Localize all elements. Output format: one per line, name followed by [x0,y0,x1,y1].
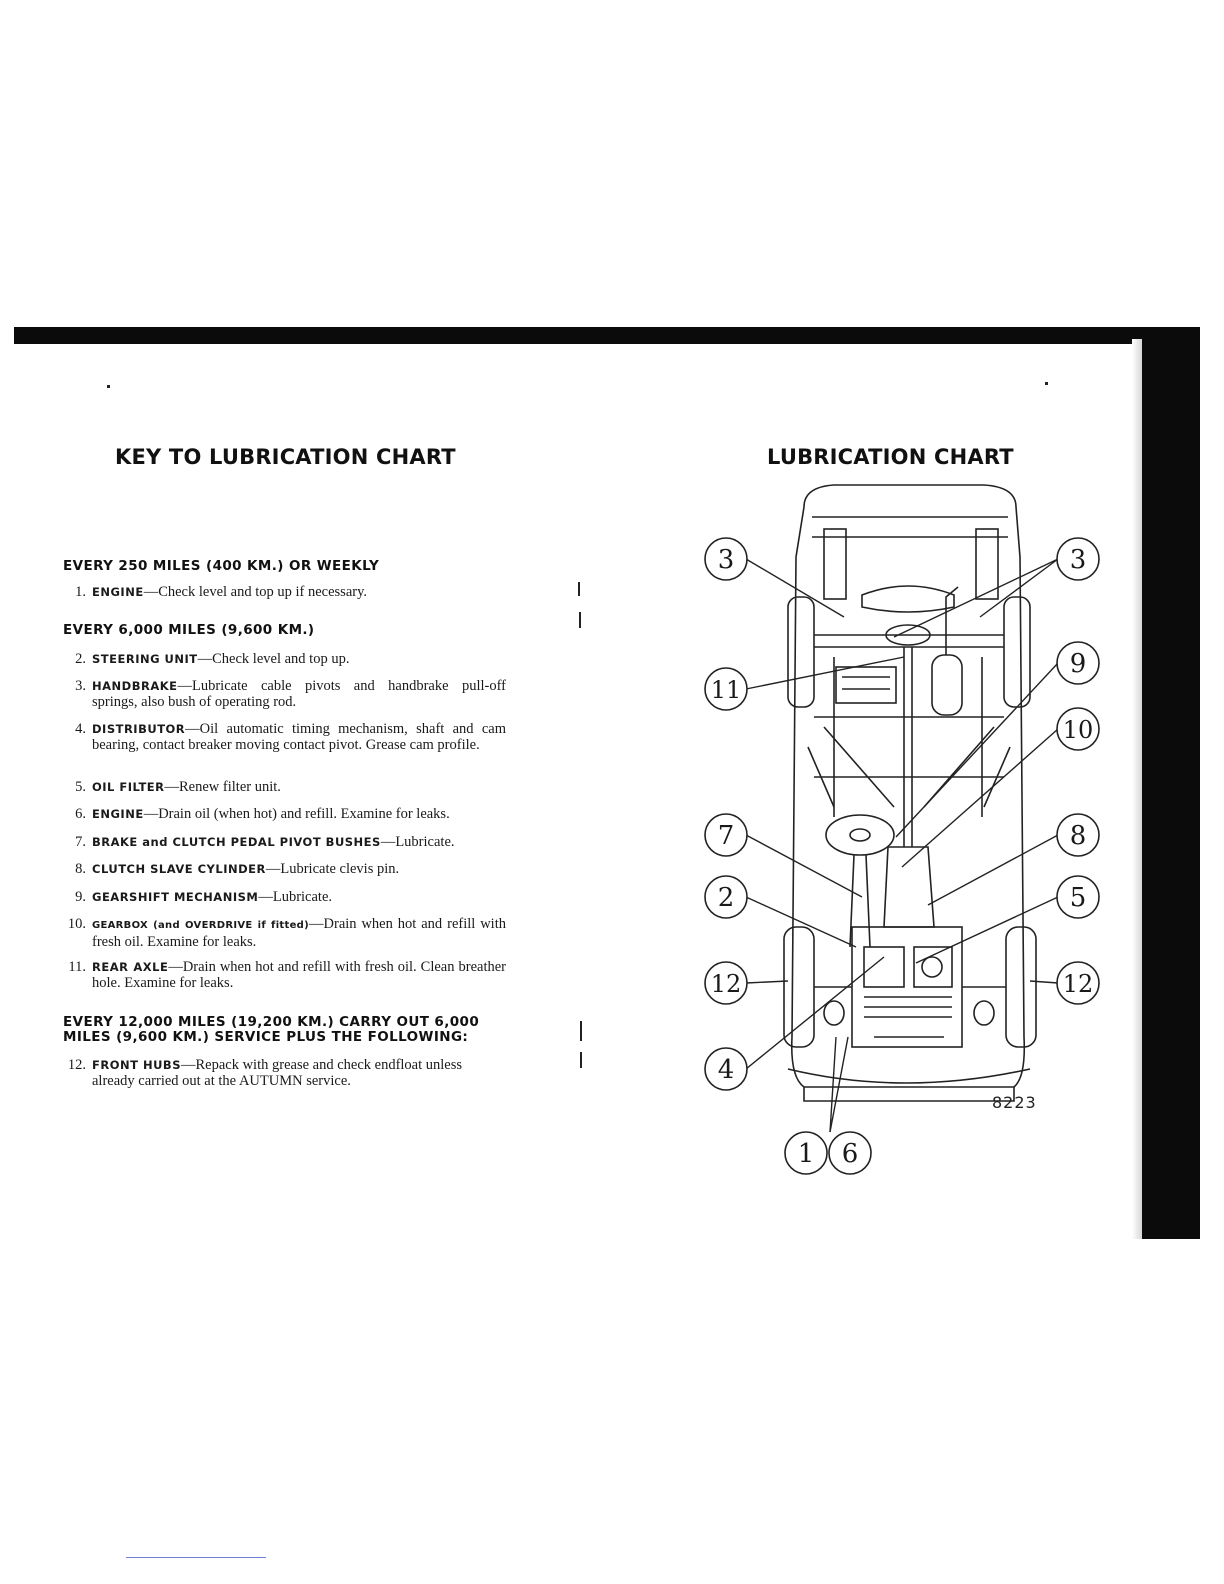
item-number: 11. [68,959,86,975]
callout-label: 9 [1070,649,1087,679]
callout-circle [1056,961,1100,1005]
callout-label: 10 [1063,716,1094,744]
item-keyword: OIL FILTER [92,780,165,794]
figure-reference-number: 8223 [992,1093,1037,1112]
scan-right-border [1142,327,1200,1239]
item-number: 12. [67,1057,86,1073]
item-text: —Drain oil (when hot) and refill. Examin… [143,806,450,822]
item-keyword: GEARSHIFT MECHANISM [92,890,259,904]
callout-label: 7 [718,821,735,851]
list-item: 10. GEARBOX (and OVERDRIVE if fitted)—Dr… [62,916,506,950]
callout-circle [704,537,748,581]
callout-label: 12 [711,970,742,998]
item-keyword: ENGINE [92,807,144,821]
item-number: 5. [75,779,86,795]
item-number: 10. [67,916,86,932]
callout-label: 11 [711,676,742,704]
page-edge-shadow [1132,339,1144,1239]
gutter-mark [578,582,580,596]
item-text: —Drain when hot and refill with fresh oi… [92,916,506,950]
item-number: 6. [75,806,86,822]
callout-label: 3 [1070,545,1087,575]
callout-label: 4 [718,1055,735,1085]
scan-speck [107,385,110,388]
callout-circle [828,1131,872,1175]
item-text: —Check level and top up if necessary. [143,584,368,600]
item-keyword: HANDBRAKE [92,679,178,693]
callout-circle [784,1131,828,1175]
item-keyword: REAR AXLE [92,960,169,974]
callout-label: 12 [1063,970,1094,998]
item-number: 4. [75,721,86,737]
item-keyword: STEERING UNIT [92,652,198,666]
list-item: 7. BRAKE and CLUTCH PEDAL PIVOT BUSHES—L… [62,834,506,850]
item-number: 9. [75,889,86,905]
item-number: 7. [75,834,86,850]
list-item: 5. OIL FILTER—Renew filter unit. [62,779,506,795]
lubrication-diagram: 3 3 9 11 10 7 8 2 5 12 12 4 1 6 [704,484,1100,1175]
scan-top-border [14,327,1200,344]
item-keyword: ENGINE [92,585,144,599]
callout-label: 6 [842,1139,859,1169]
item-text: —Lubricate clevis pin. [265,861,400,877]
list-item: 1. ENGINE—Check level and top up if nece… [62,584,506,600]
list-item: 4. DISTRIBUTOR—Oil automatic timing mech… [62,721,506,753]
item-number: 8. [75,861,86,877]
item-number: 1. [75,584,86,600]
callout-circle [704,961,748,1005]
section-12000-title: EVERY 12,000 MILES (19,200 KM.) CARRY OU… [63,1014,480,1045]
list-item: 11. REAR AXLE—Drain when hot and refill … [62,959,506,991]
item-number: 3. [75,678,86,694]
item-keyword: CLUTCH SLAVE CYLINDER [92,862,266,876]
callout-labels: 3 3 9 11 10 7 8 2 5 12 12 4 1 6 [711,545,1094,1169]
list-item: 3. HANDBRAKE—Lubricate cable pivots and … [62,678,506,710]
callout-circle [704,813,748,857]
gutter-mark [579,612,581,628]
footer-rule [126,1557,266,1558]
leader-lines [745,558,1059,1133]
item-keyword: FRONT HUBS [92,1058,181,1072]
item-keyword: DISTRIBUTOR [92,722,186,736]
item-text: —Lubricate. [380,834,455,850]
callout-label: 1 [798,1139,815,1169]
item-text: —Lubricate cable pivots and handbrake pu… [92,678,506,710]
item-text: —Oil automatic timing mechanism, shaft a… [92,721,506,753]
item-text: —Repack with grease and check endfloat u… [92,1057,463,1089]
callout-label: 3 [718,545,735,575]
callout-label: 5 [1070,883,1087,913]
item-text: —Lubricate. [258,889,333,905]
key-heading: KEY TO LUBRICATION CHART [115,445,456,469]
list-item: 8. CLUTCH SLAVE CYLINDER—Lubricate clevi… [62,861,506,877]
item-text: —Renew filter unit. [164,779,281,795]
item-keyword: BRAKE and CLUTCH PEDAL PIVOT BUSHES [92,835,381,849]
chart-heading: LUBRICATION CHART [767,445,1014,469]
section-6000-title: EVERY 6,000 MILES (9,600 KM.) [63,622,315,638]
item-text: —Check level and top up. [197,651,350,667]
callout-circle [1056,813,1100,857]
list-item: 2. STEERING UNIT—Check level and top up. [62,651,506,667]
callout-circle [704,667,748,711]
callout-circle [1056,537,1100,581]
list-item: 9. GEARSHIFT MECHANISM—Lubricate. [62,889,506,905]
item-text: —Drain when hot and refill with fresh oi… [92,959,507,991]
callout-circle [1056,707,1100,751]
gutter-mark [580,1052,582,1068]
section-weekly-title: EVERY 250 MILES (400 KM.) OR WEEKLY [63,558,380,574]
callout-label: 2 [718,883,735,913]
callout-label: 8 [1070,821,1087,851]
list-item: 12. FRONT HUBS—Repack with grease and ch… [62,1057,506,1089]
callout-circle [1056,641,1100,685]
callout-circle [704,875,748,919]
callout-circles [704,537,1100,1175]
item-keyword: GEARBOX (and OVERDRIVE if fitted) [92,920,310,931]
scan-speck [1045,382,1048,385]
car-outline [783,484,1037,1102]
item-number: 2. [75,651,86,667]
callout-circle [1056,875,1100,919]
gutter-mark [580,1021,582,1041]
callout-circle [704,1047,748,1091]
scanned-page: KEY TO LUBRICATION CHART EVERY 250 MILES… [14,327,1200,1239]
list-item: 6. ENGINE—Drain oil (when hot) and refil… [62,806,506,822]
